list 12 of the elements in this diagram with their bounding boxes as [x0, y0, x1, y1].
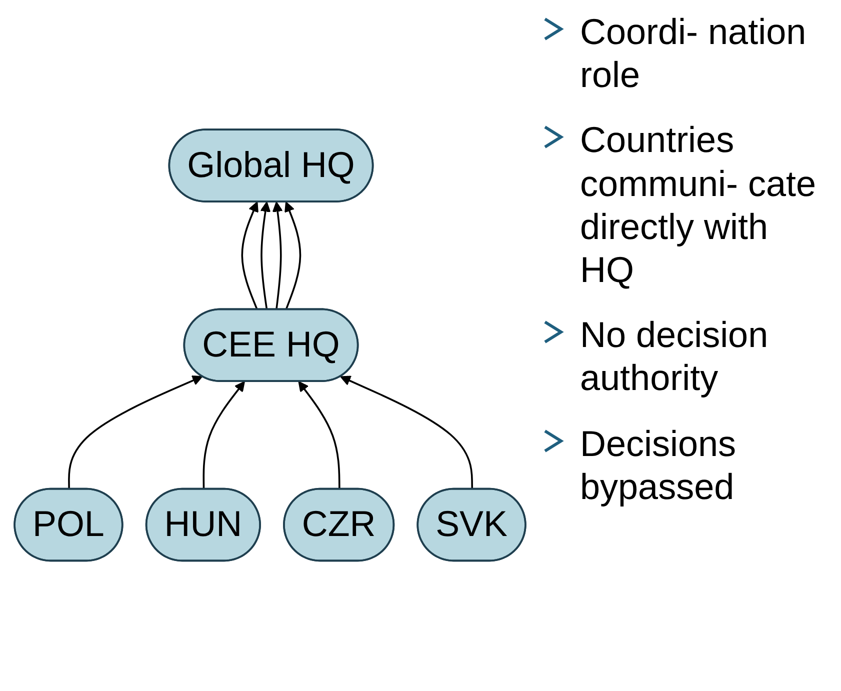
- arrow: [241, 202, 258, 311]
- bullet-text: Coordi- nation role: [580, 10, 808, 96]
- arrow: [284, 202, 302, 310]
- arrow: [298, 382, 340, 490]
- arrow: [260, 202, 271, 310]
- arrow: [340, 376, 474, 490]
- bullet-text: Decisions bypassed: [580, 422, 738, 508]
- arrow: [68, 376, 203, 490]
- arrow: [272, 202, 283, 310]
- bullet-text: No decision authority: [580, 313, 770, 400]
- arrow: [202, 382, 245, 490]
- bullet-text: Countries communi- cate directly with HQ: [580, 118, 818, 292]
